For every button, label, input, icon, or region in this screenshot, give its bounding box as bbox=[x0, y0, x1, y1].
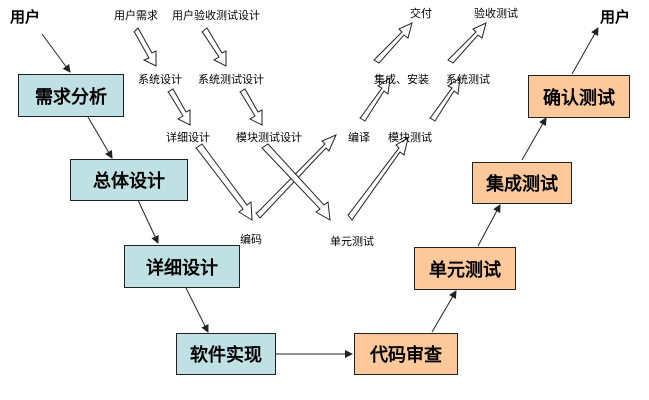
flow-arrow-acceptance-design-to-systest-design bbox=[201, 27, 227, 67]
arrow-detailed-to-implement bbox=[185, 287, 209, 333]
arrow-unit-to-integration bbox=[477, 204, 501, 247]
box-unit-testing: 单元测试 bbox=[414, 247, 516, 290]
flow-arrow-moduletest-to-systemtest bbox=[429, 76, 461, 122]
flow-arrow-moduletest-design-to-unit bbox=[261, 143, 331, 221]
arrow-acceptance-to-user bbox=[571, 27, 599, 75]
flow-arrow-integrate-to-deliver bbox=[373, 22, 413, 64]
label-coding: 编码 bbox=[240, 233, 262, 246]
label-user-requirements: 用户需求 bbox=[114, 9, 158, 22]
box-integration-testing: 集成测试 bbox=[472, 162, 572, 204]
box-overall-design: 总体设计 bbox=[70, 159, 188, 201]
label-system-test: 系统测试 bbox=[446, 73, 490, 86]
label-deliver: 交付 bbox=[410, 7, 432, 20]
flow-arrow-detailed-to-coding bbox=[195, 143, 253, 221]
flow-arrow-compile-to-integrate bbox=[359, 76, 391, 122]
arrow-requirements-to-overall bbox=[87, 116, 113, 159]
label-module-test-design: 模块测试设计 bbox=[236, 131, 302, 144]
user-label-right: 用户 bbox=[600, 8, 631, 26]
flow-arrow-systemtest-to-acceptance bbox=[447, 22, 487, 64]
label-detailed-design: 详细设计 bbox=[166, 131, 210, 144]
label-integrate-install: 集成、安装 bbox=[374, 73, 429, 86]
arrow-overall-to-detailed bbox=[137, 199, 159, 244]
flow-arrow-systest-to-moduletest-design bbox=[239, 88, 263, 126]
label-acceptance-test: 验收测试 bbox=[474, 7, 518, 20]
label-system-test-design: 系统测试设计 bbox=[198, 73, 264, 86]
flow-arrow-req-to-sysdesign bbox=[133, 27, 157, 67]
label-unit-test: 单元测试 bbox=[330, 235, 374, 248]
arrow-user-to-requirements bbox=[41, 33, 71, 73]
arrow-review-to-unit bbox=[431, 290, 457, 333]
label-compile: 编译 bbox=[348, 131, 370, 144]
user-label-left: 用户 bbox=[10, 8, 41, 26]
box-detailed-design: 详细设计 bbox=[124, 245, 240, 288]
box-acceptance-testing: 确认测试 bbox=[528, 75, 630, 118]
flow-arrow-sysdesign-to-detailed bbox=[167, 88, 191, 126]
flow-arrow-unit-to-moduletest bbox=[347, 136, 409, 221]
label-module-test: 模块测试 bbox=[388, 131, 432, 144]
box-software-implementation: 软件实现 bbox=[176, 333, 276, 375]
box-requirements-analysis: 需求分析 bbox=[18, 74, 124, 117]
label-system-design: 系统设计 bbox=[138, 73, 182, 86]
box-code-review: 代码审查 bbox=[354, 333, 458, 375]
label-acceptance-test-design: 用户验收测试设计 bbox=[172, 9, 260, 22]
arrow-integration-to-acceptance bbox=[521, 117, 547, 161]
